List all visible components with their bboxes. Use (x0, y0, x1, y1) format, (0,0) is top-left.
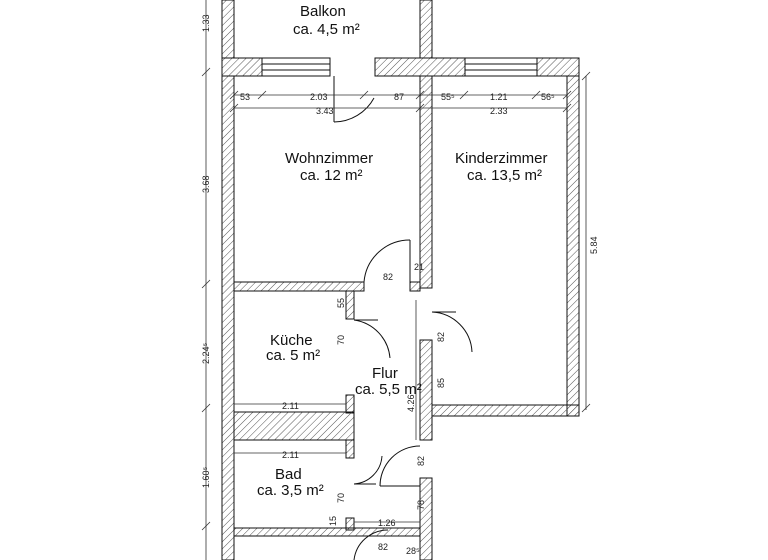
wohnzimmer-area-label: ca. 12 m² (300, 167, 363, 184)
bad-right-wall (345, 439, 355, 459)
door-entrance (353, 529, 389, 560)
kinder-bottom-wall (431, 404, 580, 417)
dim-85-kinder: 85 (436, 378, 446, 388)
dim-3-68: 3.68 (201, 175, 211, 193)
door-kinderzimmer (431, 311, 473, 353)
wohn-bottom-wall (233, 281, 365, 292)
balkon-area-label: ca. 4,5 m² (293, 21, 360, 38)
kinderzimmer-name: Kinderzimmer (455, 150, 548, 167)
dim-3-43: 3.43 (316, 106, 334, 116)
wohnzimmer-name: Wohnzimmer (285, 150, 373, 167)
dim-kueche-2-11: 2.11 (282, 401, 299, 411)
dim-55: 55 (336, 298, 346, 308)
balkon-name: Balkon (300, 3, 346, 20)
dim-2-03: 2.03 (310, 92, 328, 102)
dim-1-33: 1.33 (201, 14, 211, 32)
dim-4-26: 4.26 (406, 394, 416, 412)
dim-5-84: 5.84 (589, 236, 599, 254)
flur-area-label: ca. 5,5 m² (355, 381, 422, 398)
dim-2-24-5: 2.24⁵ (201, 342, 211, 364)
kueche-name: Küche (270, 332, 313, 349)
dim-82-bottom: 82 (378, 542, 388, 552)
wall-wohn-kinder (419, 75, 433, 289)
door-wohnzimmer (363, 239, 411, 283)
door-bad (353, 455, 383, 485)
dimension-lines (205, 0, 587, 560)
dim-78: 78 (416, 500, 426, 510)
top-wall (221, 57, 580, 77)
dim-56-5: 56⁵ (541, 92, 555, 102)
balcony-door (333, 76, 375, 123)
door-kueche (353, 319, 391, 359)
bottom-wall (233, 527, 421, 537)
dim-bad-2-11: 2.11 (282, 450, 299, 460)
kueche-bad-wall (233, 411, 355, 441)
dim-15: 15 (328, 516, 338, 526)
dim-1-26: 1.26 (378, 518, 396, 528)
flur-right-wall-low (419, 477, 433, 560)
bad-area-label: ca. 3,5 m² (257, 482, 324, 499)
dim-53: 53 (240, 92, 250, 102)
dim-82-bad-v: 82 (416, 456, 426, 466)
kueche-area-label: ca. 5 m² (266, 347, 320, 364)
dim-21: 21 (414, 262, 424, 272)
kinderzimmer-area-label: ca. 13,5 m² (467, 167, 542, 184)
door-flur-bottom (379, 445, 421, 487)
flur-right-wall (419, 339, 433, 441)
flur-name: Flur (372, 365, 398, 382)
left-wall (221, 75, 235, 560)
dim-door-82: 82 (383, 272, 393, 282)
dim-1-21: 1.21 (490, 92, 508, 102)
dim-70-kueche: 70 (336, 335, 346, 345)
kueche-right-wall-low (345, 394, 355, 414)
dim-2-33: 2.33 (490, 106, 508, 116)
kueche-right-wall (345, 290, 355, 320)
right-wall (566, 75, 580, 417)
dim-70-bad: 70 (336, 493, 346, 503)
dim-82-kinder: 82 (436, 332, 446, 342)
dim-28-5: 28⁵ (406, 546, 420, 556)
dimension-ticks (201, 67, 591, 531)
wohn-bottom-wall-r (409, 281, 421, 292)
dim-55-5: 55⁵ (441, 92, 455, 102)
dim-1-60-5: 1.60⁵ (201, 466, 211, 488)
dim-87: 87 (394, 92, 404, 102)
bad-name: Bad (275, 466, 302, 483)
